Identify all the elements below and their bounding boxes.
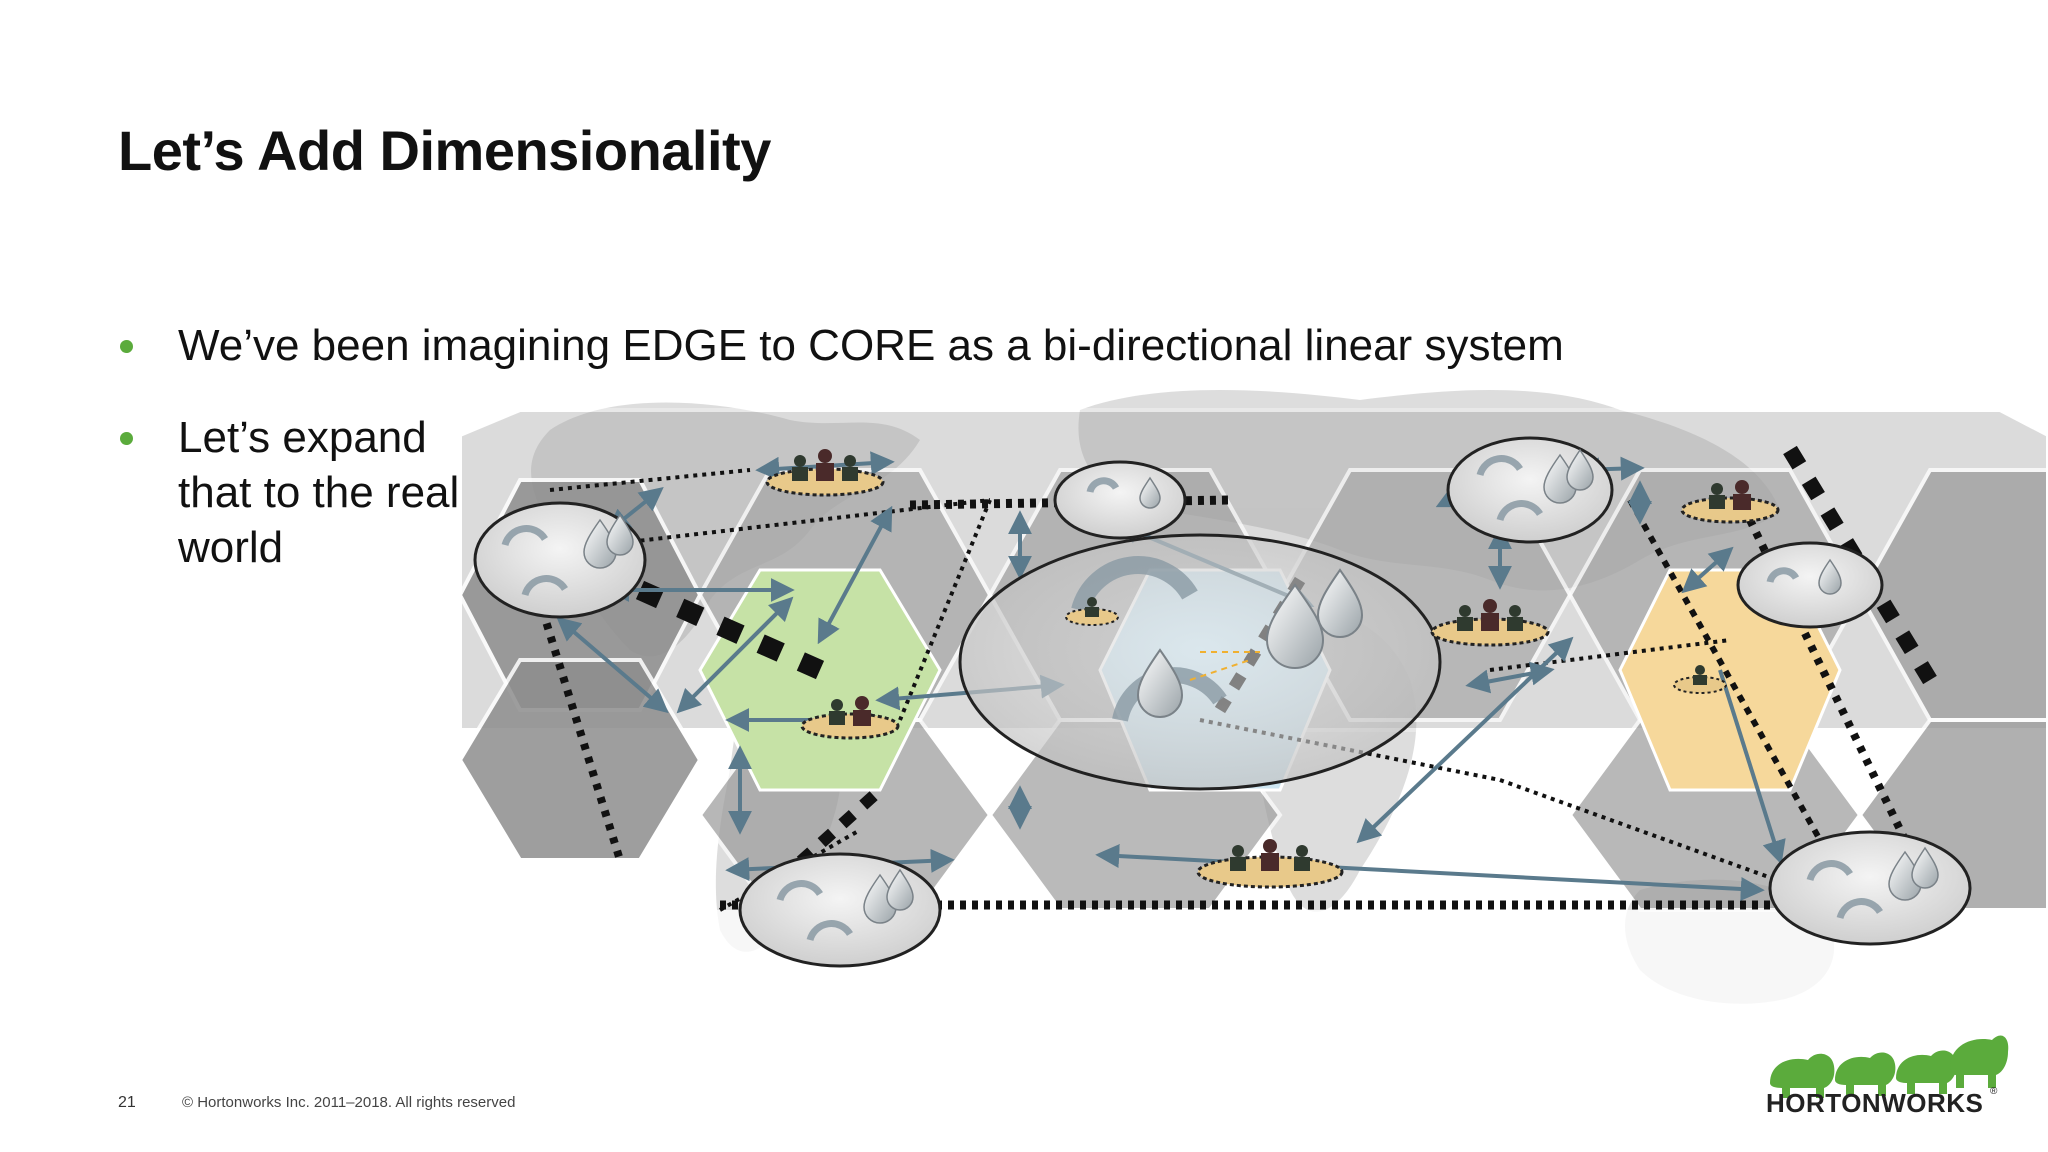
bullet-text: Let’s expand that to the real world [178, 410, 459, 575]
bullet-line: that to the real [178, 468, 460, 517]
people-group-icon [1673, 665, 1727, 694]
core-cluster [958, 533, 1442, 791]
slide-title: Let’s Add Dimensionality [118, 119, 771, 182]
people-groups [765, 449, 1780, 889]
copyright-notice: © Hortonworks Inc. 2011–2018. All rights… [182, 1094, 516, 1111]
people-group-icon [1430, 599, 1550, 647]
people-group-icon [765, 449, 885, 497]
bullet-dot [120, 432, 133, 445]
node-asia-north [1446, 436, 1614, 544]
people-group-icon [800, 696, 900, 740]
people-group-icon [1680, 480, 1780, 524]
bullet-text: We’ve been imagining EDGE to CORE as a b… [178, 321, 1564, 370]
node-glyphs [583, 448, 1939, 924]
node-dishes [501, 455, 1883, 942]
registered-mark: ® [1990, 1086, 1998, 1097]
people-group-icon [1065, 597, 1119, 626]
bullet-line: Let’s expand [178, 413, 427, 462]
bullet-dot [120, 340, 133, 353]
node-europe-north [1053, 460, 1187, 540]
node-australia [1768, 830, 1972, 946]
logo-text: HORTONWORKS [1766, 1088, 1984, 1118]
elephant-icon [1770, 1035, 2009, 1098]
node-asia-east [1736, 541, 1884, 629]
node-south-america [738, 852, 942, 968]
people-group-icon [1196, 839, 1344, 889]
page-number: 21 [118, 1094, 136, 1111]
edge-core-world-diagram [460, 390, 2048, 1130]
bullet-line: world [178, 523, 284, 572]
